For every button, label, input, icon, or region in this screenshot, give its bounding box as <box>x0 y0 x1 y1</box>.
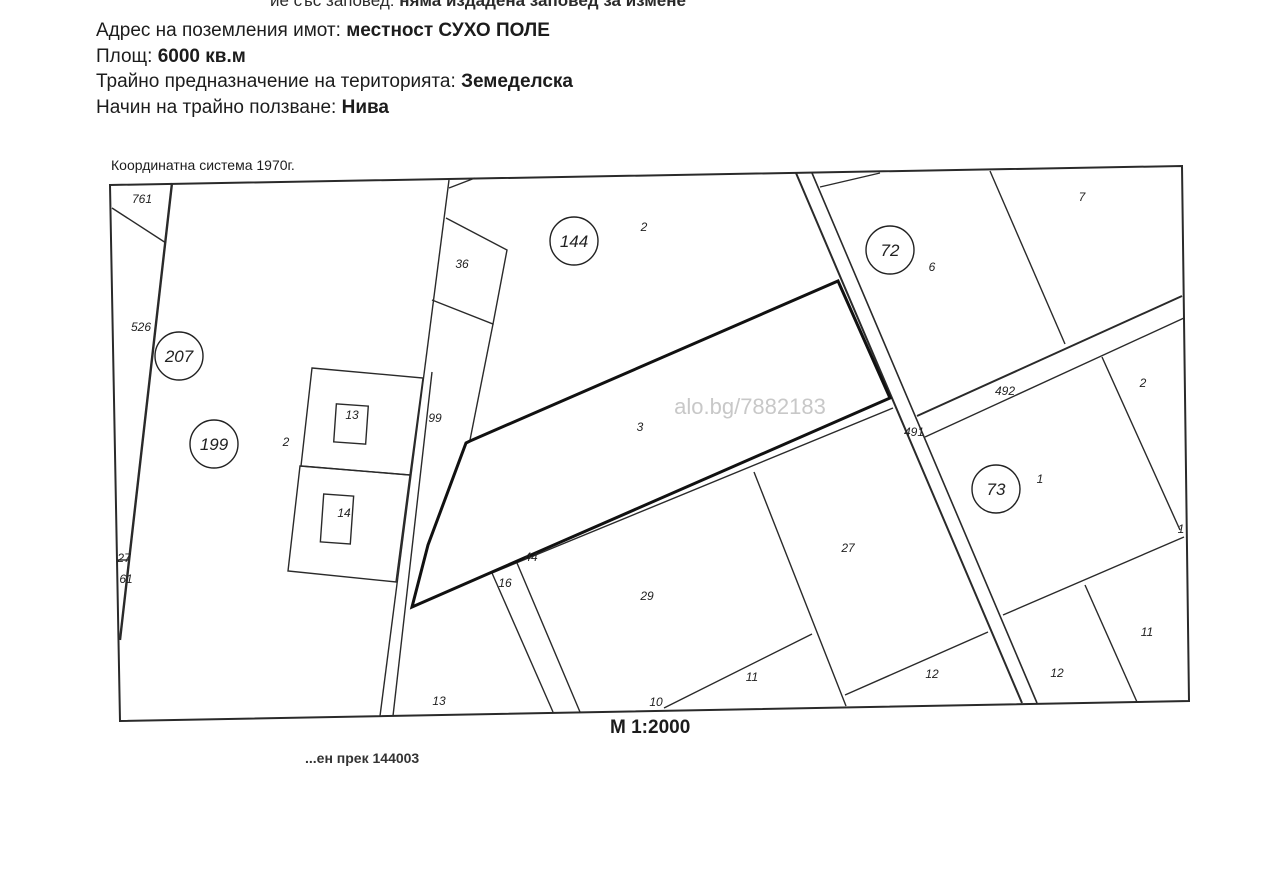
building-13 <box>300 367 424 476</box>
parcel-12-line <box>844 631 989 696</box>
parcel-10-line <box>663 633 813 709</box>
cut-off-line-bold: няма издадена заповед за измене <box>399 0 686 10</box>
parcel-label: 761 <box>132 192 152 206</box>
circle-144 <box>549 216 599 266</box>
parcel-label: 16 <box>498 576 512 590</box>
parcel-label: 27 <box>840 541 856 555</box>
cut-off-line-start: ие със заповед: <box>270 0 395 10</box>
parcel-label: 36 <box>455 257 469 271</box>
area-line: Площ: 6000 кв.м <box>96 46 246 68</box>
parcel-label: 1 <box>1037 472 1044 486</box>
parcel-label: 7 <box>1079 190 1087 204</box>
parcel-label: 12 <box>1050 666 1064 680</box>
map-scale: М 1:2000 <box>610 717 691 738</box>
usage-line: Начин на трайно ползване: Нива <box>96 97 389 119</box>
road-left-edge-a <box>379 179 450 717</box>
road-center-b <box>811 172 1038 704</box>
parcel-29-top <box>491 407 894 574</box>
parcel-label: 61 <box>119 572 132 586</box>
label-144: 144 <box>560 232 588 251</box>
road-492-b <box>924 317 1185 438</box>
structure-14 <box>319 493 355 545</box>
parcel-label: 2 <box>1139 376 1147 390</box>
parcel-99-edge <box>469 323 494 441</box>
parcel-label: 6 <box>929 260 936 274</box>
circle-199 <box>189 419 239 469</box>
parcel-label: 2 <box>282 435 290 449</box>
circle-207 <box>154 331 204 381</box>
parcel-label: 13 <box>432 694 446 708</box>
usage-value: Нива <box>341 97 389 118</box>
road-left-edge-b <box>392 371 433 717</box>
structure-13 <box>332 403 370 445</box>
road-center-a <box>795 172 1023 704</box>
road-492-a <box>916 295 1183 417</box>
map-frame <box>108 164 1191 723</box>
label-207: 207 <box>164 347 194 366</box>
parcel-top-notch <box>448 177 476 189</box>
parcel-label: 12 <box>925 667 939 681</box>
usage-label: Начин на трайно ползване: <box>96 97 337 118</box>
parcel-top-right-notch <box>819 172 881 188</box>
label-72: 72 <box>881 241 900 260</box>
purpose-line: Трайно предназначение на територията: Зе… <box>96 71 573 93</box>
subject-parcel-outline <box>409 279 892 610</box>
parcel-label: 491 <box>904 425 924 439</box>
parcel-73-bottom <box>1002 536 1185 616</box>
label-73: 73 <box>987 480 1006 499</box>
address-line: Адрес на поземления имот: местност СУХО … <box>96 20 550 42</box>
watermark-text: alo.bg/7882183 <box>674 394 826 419</box>
purpose-value: Земеделска <box>461 71 573 92</box>
cut-off-footer-line: ...ен прек 144003 <box>305 750 420 766</box>
parcel-label: 11 <box>746 670 758 684</box>
circle-73 <box>971 464 1021 514</box>
area-value: 6000 кв.м <box>157 46 246 67</box>
cut-off-header-line: ие със заповед: няма издадена заповед за… <box>270 0 686 11</box>
parcel-73-right <box>1101 356 1181 531</box>
parcel-label: 44 <box>524 550 538 564</box>
address-value: местност СУХО ПОЛЕ <box>346 20 550 41</box>
parcel-27-left <box>753 471 847 707</box>
label-199: 199 <box>200 435 229 454</box>
coordinate-system-label: Координатна система 1970г. <box>111 157 295 173</box>
purpose-label: Трайно предназначение на територията: <box>96 71 456 92</box>
parcel-72-right <box>989 170 1066 345</box>
parcel-label: 14 <box>337 506 351 520</box>
parcel-label: 1 <box>1178 522 1185 536</box>
parcel-label: 10 <box>649 695 663 709</box>
parcel-label: 3 <box>637 420 644 434</box>
parcel-36 <box>431 217 508 325</box>
parcel-label: 492 <box>995 384 1015 398</box>
parcel-11-left <box>1084 584 1138 703</box>
parcel-label: 27 <box>116 551 132 565</box>
building-14 <box>287 465 411 583</box>
parcel-label: 13 <box>345 408 359 422</box>
parcel-label: 526 <box>131 320 151 334</box>
parcel-16-left <box>491 572 554 713</box>
parcel-16-right <box>516 562 581 713</box>
parcel-label: 99 <box>428 411 442 425</box>
area-label: Площ: <box>96 46 153 67</box>
circle-72 <box>865 225 915 275</box>
parcel-label: 29 <box>639 589 654 603</box>
boundary-207-left <box>118 182 174 641</box>
parcel-boundaries <box>108 164 1191 723</box>
boundary-761 <box>111 207 167 244</box>
address-label: Адрес на поземления имот: <box>96 20 341 41</box>
parcel-label: 2 <box>640 220 648 234</box>
parcel-label: 11 <box>1141 625 1153 639</box>
